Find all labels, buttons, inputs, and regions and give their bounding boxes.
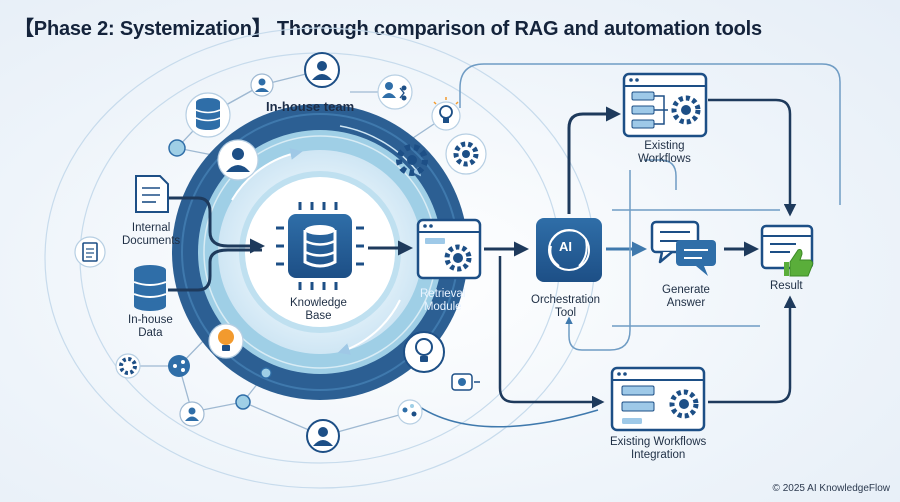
knowledge-base-line-2: Base xyxy=(305,310,332,322)
share-node-icon xyxy=(168,355,190,377)
copyright-footer: © 2025 AI KnowledgeFlow xyxy=(772,483,890,494)
network-node xyxy=(168,139,186,157)
document-icon xyxy=(74,236,106,268)
retrieval-module-line-2: Module xyxy=(423,301,462,313)
chart-chat-icon xyxy=(451,373,480,391)
orchestration-tool-line-2: Tool xyxy=(554,307,577,319)
existing-workflows-line-1: Existing xyxy=(644,140,685,152)
knowledge-base-label: Knowledge Base xyxy=(290,297,347,323)
result-label: Result xyxy=(770,280,803,292)
internal-documents-line-2: Documents xyxy=(122,235,181,247)
workflows-integration-line-2: Integration xyxy=(630,449,686,461)
generate-answer-line-1: Generate xyxy=(662,284,710,296)
inhouse-data-line-2: Data xyxy=(138,327,163,339)
existing-workflows-label: Existing Workflows xyxy=(638,140,691,166)
retrieval-module-line-1: Retrieval xyxy=(420,288,466,300)
lightbulb-icon-top xyxy=(431,97,461,131)
user-icon-bottom-center xyxy=(306,419,340,453)
gear-icon xyxy=(396,144,428,176)
inhouse-team-label: In-house team xyxy=(266,99,355,114)
orchestration-tool-label: Orchestration Tool xyxy=(531,294,600,320)
user-icon-bottom-left xyxy=(179,401,205,427)
internal-documents-icon xyxy=(135,175,169,213)
lightbulb-icon-orange xyxy=(208,323,244,359)
network-node xyxy=(235,394,251,410)
orchestration-ai-icon xyxy=(536,218,602,282)
team-share-icon xyxy=(377,74,413,110)
generate-answer-line-2: Answer xyxy=(666,297,706,309)
inhouse-data-icon xyxy=(133,265,167,311)
user-icon-top-center xyxy=(304,52,340,88)
orchestration-tool-line-1: Orchestration xyxy=(531,294,601,306)
to-existing-workflows-arrow xyxy=(567,106,621,214)
internal-documents-label: Internal Documents xyxy=(122,222,180,248)
feedback-loops xyxy=(459,63,841,351)
workflows-integration-line-1: Existing Workflows xyxy=(610,436,707,448)
generate-answer-icon xyxy=(650,220,716,276)
existing-workflows-line-2: Workflows xyxy=(638,153,691,165)
retrieval-module-label: Retrieval Module xyxy=(420,288,465,314)
existing-workflows-icon xyxy=(622,72,708,138)
database-icon xyxy=(185,92,231,138)
user-icon-left xyxy=(217,139,259,181)
network-node xyxy=(260,367,272,379)
workflows-integration-label: Existing Workflows Integration xyxy=(610,436,706,462)
inhouse-data-line-1: In-house xyxy=(128,314,173,326)
gear-icon-large xyxy=(445,133,487,175)
result-icon xyxy=(760,224,814,277)
page-title: 【Phase 2: Systemization】 Thorough compar… xyxy=(14,18,762,40)
to-integration-arrow xyxy=(498,256,605,409)
user-icon-top xyxy=(250,73,274,97)
ai-badge: AI xyxy=(559,239,572,254)
input-arrows xyxy=(168,196,265,292)
knowledge-base-line-1: Knowledge xyxy=(290,297,347,309)
internal-documents-line-1: Internal xyxy=(131,222,171,234)
gear-icon-bottom xyxy=(115,353,141,379)
integration-to-result-arrow xyxy=(708,295,797,404)
retrieval-module-icon xyxy=(416,218,482,280)
workflows-integration-icon xyxy=(610,366,706,432)
knowledge-base-icon xyxy=(276,202,364,290)
dots-icon xyxy=(397,399,423,425)
lightbulb-icon-bottom xyxy=(403,331,445,373)
generate-answer-label: Generate Answer xyxy=(662,284,710,310)
workflows-to-result-arrow xyxy=(708,98,797,217)
inhouse-data-label: In-house Data xyxy=(128,314,173,340)
